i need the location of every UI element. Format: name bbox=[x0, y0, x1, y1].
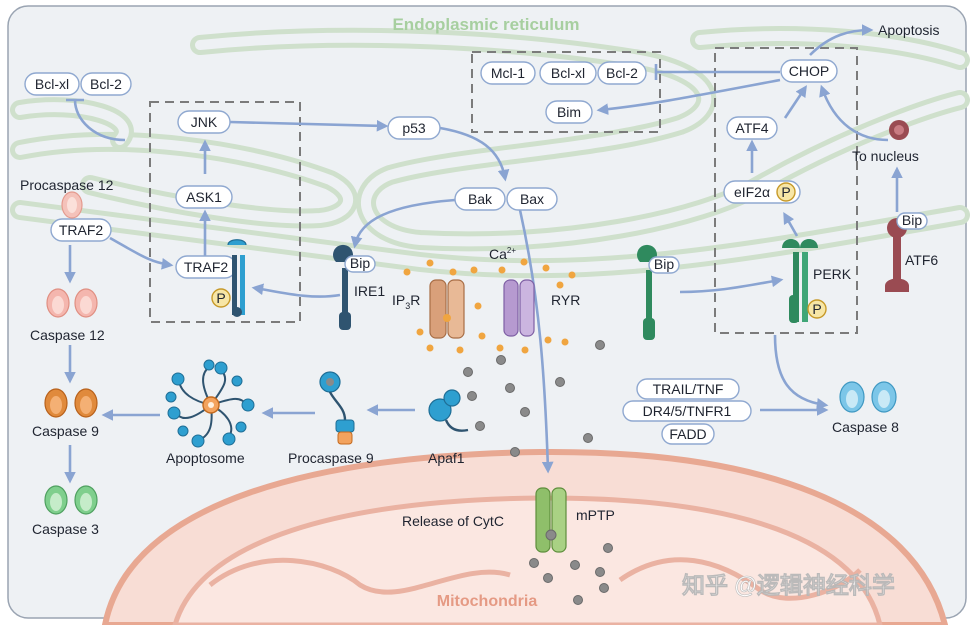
chop-pill: CHOP bbox=[780, 59, 838, 83]
ask1-label: ASK1 bbox=[186, 189, 222, 205]
ire1-label: IRE1 bbox=[354, 283, 385, 299]
calcium-ions bbox=[403, 258, 576, 354]
perk-bip-label: Bip bbox=[654, 256, 674, 272]
ip3r-channel-icon bbox=[429, 279, 465, 339]
dr-tnfr1-label: DR4/5/TNFR1 bbox=[643, 403, 732, 419]
bcl-xl-left-pill: Bcl-xl bbox=[24, 72, 80, 96]
release-cytc-label: Release of CytC bbox=[402, 513, 504, 529]
ire1-bip-pill: Bip bbox=[344, 255, 376, 273]
apoptosis-label: Apoptosis bbox=[878, 22, 939, 38]
apaf1-icon bbox=[428, 389, 469, 432]
ask1-pill: ASK1 bbox=[175, 185, 233, 209]
caspase3-icon bbox=[44, 485, 98, 515]
ryr-channel-icon bbox=[503, 279, 535, 337]
caspase8-label: Caspase 8 bbox=[832, 419, 899, 435]
atf4-label: ATF4 bbox=[735, 120, 768, 136]
fadd-label: FADD bbox=[669, 426, 706, 442]
perk-bip-monomer-icon bbox=[637, 244, 657, 340]
mptp-label: mPTP bbox=[576, 507, 615, 523]
atf6-bip-pill: Bip bbox=[896, 212, 928, 230]
atf6-nuclear-fragment-icon bbox=[889, 120, 909, 140]
perk-label: PERK bbox=[813, 266, 852, 282]
bcl-2-left-pill: Bcl-2 bbox=[80, 72, 132, 96]
jnk-pill: JNK bbox=[177, 110, 231, 134]
apaf1-label: Apaf1 bbox=[428, 450, 465, 466]
bcl2-family-box bbox=[471, 51, 661, 133]
pathway-arrows bbox=[64, 24, 903, 484]
perk-bip-pill: Bip bbox=[648, 256, 680, 274]
mitochondria-title: Mitochondria bbox=[437, 593, 538, 610]
ire1-bip-label: Bip bbox=[350, 255, 370, 271]
trail-tnf-label: TRAIL/TNF bbox=[653, 381, 724, 397]
perk-pathway-box bbox=[714, 47, 858, 334]
traf2-phospho-badge bbox=[211, 288, 231, 308]
jnk-pathway-box bbox=[149, 101, 301, 323]
traf2-box-pill: TRAF2 bbox=[175, 255, 237, 279]
perk-receptor-icon bbox=[782, 239, 818, 323]
procaspase12-icon bbox=[61, 191, 83, 219]
bim-label: Bim bbox=[557, 104, 581, 120]
trail-tnf-pill: TRAIL/TNF bbox=[636, 378, 740, 400]
er-title: Endoplasmic reticulum bbox=[392, 15, 579, 34]
traf2-left-label: TRAF2 bbox=[59, 222, 104, 238]
bcl-2-left-label: Bcl-2 bbox=[90, 76, 122, 92]
perk-phospho-label: P bbox=[812, 301, 821, 317]
caspase8-icon bbox=[839, 381, 897, 413]
bax-pill: Bax bbox=[506, 187, 558, 211]
traf2-box-label: TRAF2 bbox=[184, 259, 229, 275]
bcl-xl-left-label: Bcl-xl bbox=[35, 76, 69, 92]
cytochrome-c-dots bbox=[463, 340, 613, 605]
ire1-traf2-complex-icon bbox=[227, 239, 247, 317]
mcl-1-label: Mcl-1 bbox=[491, 65, 525, 81]
fadd-pill: FADD bbox=[661, 423, 715, 445]
eif2a-phospho-label: P bbox=[781, 184, 790, 200]
caspase9-label: Caspase 9 bbox=[32, 423, 99, 439]
atf4-pill: ATF4 bbox=[726, 116, 778, 140]
bim-pill: Bim bbox=[545, 100, 593, 124]
bax-label: Bax bbox=[520, 191, 544, 207]
atf6-bip-label: Bip bbox=[902, 212, 922, 228]
eif2a-phospho-badge bbox=[776, 182, 796, 202]
eif2a-label: eIF2α bbox=[734, 184, 770, 200]
p53-pill: p53 bbox=[387, 116, 441, 140]
traf2-left-pill: TRAF2 bbox=[50, 218, 112, 242]
ip3r-label: IP3R bbox=[392, 292, 420, 311]
p53-label: p53 bbox=[402, 120, 426, 136]
bcl-xl-mid-pill: Bcl-xl bbox=[539, 61, 597, 85]
procaspase9-icon bbox=[319, 371, 355, 445]
jnk-label: JNK bbox=[191, 114, 218, 130]
mcl-1-pill: Mcl-1 bbox=[480, 61, 536, 85]
bak-label: Bak bbox=[468, 191, 493, 207]
dr-tnfr1-pill: DR4/5/TNFR1 bbox=[622, 400, 752, 422]
caspase9-icon bbox=[44, 388, 98, 418]
procaspase12-label: Procaspase 12 bbox=[20, 177, 114, 193]
mptp-channel-icon bbox=[535, 487, 567, 553]
apoptosome-icon bbox=[165, 359, 255, 448]
apoptosome-label: Apoptosome bbox=[166, 450, 245, 466]
ryr-label: RYR bbox=[551, 292, 580, 308]
chop-label: CHOP bbox=[789, 63, 829, 79]
caspase3-label: Caspase 3 bbox=[32, 521, 99, 537]
bak-pill: Bak bbox=[454, 187, 506, 211]
caspase12-label: Caspase 12 bbox=[30, 327, 105, 343]
watermark: 知乎 @逻辑神经科学 bbox=[682, 572, 895, 598]
mitochondrion bbox=[101, 448, 949, 625]
bcl-2-mid-label: Bcl-2 bbox=[606, 65, 638, 81]
caspase12-icon bbox=[46, 288, 98, 318]
perk-phospho-badge bbox=[807, 299, 827, 319]
bcl-xl-mid-label: Bcl-xl bbox=[551, 65, 585, 81]
bcl-2-mid-pill: Bcl-2 bbox=[597, 61, 647, 85]
procaspase9-label: Procaspase 9 bbox=[288, 450, 374, 466]
atf6-label: ATF6 bbox=[905, 252, 938, 268]
traf2-phospho-label: P bbox=[216, 290, 225, 306]
ca2-label: Ca2+ bbox=[489, 246, 516, 262]
to-nucleus-label: To nucleus bbox=[852, 148, 919, 164]
